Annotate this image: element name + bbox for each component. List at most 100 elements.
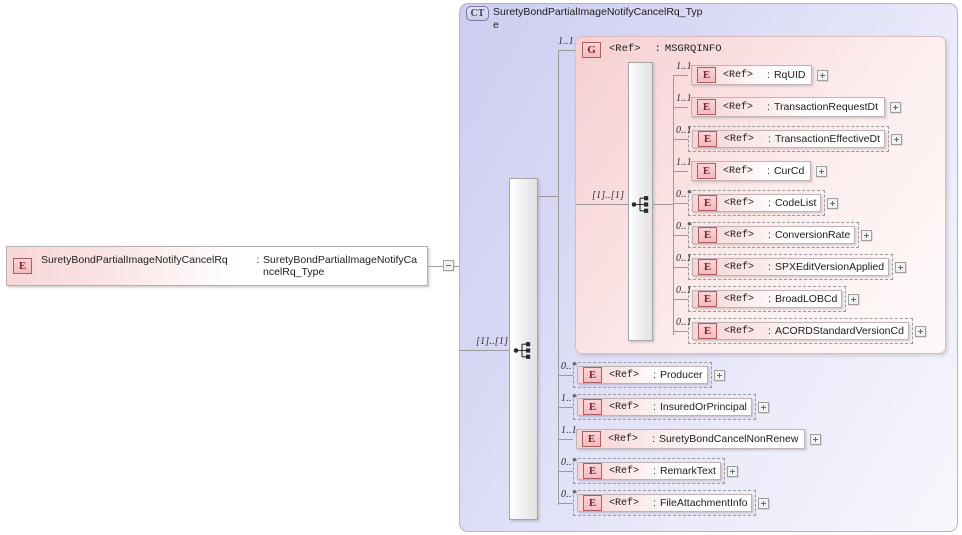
element-ref-row[interactable]: E<Ref>:TransactionEffectiveDt (688, 126, 889, 152)
element-ref-row[interactable]: E<Ref>:SuretyBondCancelNonRenew (573, 426, 808, 452)
group-name: MSGRQINFO (664, 43, 722, 55)
connector-trunk-to-element (673, 203, 688, 204)
element-box[interactable]: E<Ref>:ConversionRate (692, 226, 855, 244)
element-ref-row[interactable]: E<Ref>:RqUID (688, 62, 815, 88)
connector-trunk-to-element (673, 267, 688, 268)
connector-trunk-to-element (558, 471, 573, 472)
element-type-badge: E (698, 131, 717, 147)
element-cardinality: 0..* (676, 221, 692, 232)
element-box[interactable]: E<Ref>:BroadLOBCd (692, 290, 842, 308)
element-expand-toggle[interactable] (810, 434, 821, 445)
element-box[interactable]: E<Ref>:InsuredOrPrincipal (577, 398, 752, 416)
connector-trunk-to-element (673, 331, 688, 332)
element-ref-row[interactable]: E<Ref>:TransactionRequestDt (688, 94, 888, 120)
element-ref-row[interactable]: E<Ref>:CurCd (688, 158, 814, 184)
group-cardinality: 1..1 (558, 36, 574, 47)
element-ref-row[interactable]: E<Ref>:BroadLOBCd (688, 286, 846, 312)
element-name: BroadLOBCd (774, 293, 838, 305)
element-box[interactable]: E<Ref>:CodeList (692, 194, 821, 212)
element-separator: : (653, 465, 656, 477)
element-expand-toggle[interactable] (758, 498, 769, 509)
element-box[interactable]: E<Ref>:ACORDStandardVersionCd (692, 322, 909, 340)
element-box[interactable]: E<Ref>:TransactionRequestDt (691, 97, 885, 117)
element-expand-toggle[interactable] (861, 230, 872, 241)
element-type-badge: E (698, 291, 717, 307)
connector-container-to-outer-sequence (460, 350, 509, 351)
element-type-badge: E (698, 323, 717, 339)
element-ref-row[interactable]: E<Ref>:CodeList (688, 190, 825, 216)
element-cardinality: 1..1 (676, 157, 692, 168)
element-ref-label: <Ref> (723, 69, 754, 81)
element-type-badge: E (698, 259, 717, 275)
element-box[interactable]: E<Ref>:RemarkText (577, 462, 721, 480)
element-expand-toggle[interactable] (714, 370, 725, 381)
element-expand-toggle[interactable] (816, 166, 827, 177)
connector-trunk-to-element (673, 235, 688, 236)
outer-sequence-cardinality: [1]..[1] (476, 336, 509, 347)
element-ref-row[interactable]: E<Ref>:InsuredOrPrincipal (573, 394, 756, 420)
element-type-badge: E (697, 99, 716, 115)
element-ref-label: <Ref> (608, 433, 639, 445)
element-expand-toggle[interactable] (895, 262, 906, 273)
element-separator: : (768, 261, 771, 273)
element-ref-label: <Ref> (609, 369, 640, 381)
element-type-badge: E (698, 195, 717, 211)
element-ref-row[interactable]: E<Ref>:RemarkText (573, 458, 725, 484)
connector-toggle-to-container (454, 266, 460, 267)
root-element-separator: : (256, 253, 260, 266)
element-cardinality: 0..1 (676, 285, 692, 296)
element-type-badge: E (583, 399, 602, 415)
connector-trunk-to-element (558, 503, 573, 504)
complextype-badge: CT (466, 6, 489, 21)
element-box[interactable]: E<Ref>:SuretyBondCancelNonRenew (576, 429, 805, 449)
root-element-type: SuretyBondPartialImageNotifyCancelRq_Typ… (263, 253, 418, 279)
element-separator: : (768, 325, 771, 337)
element-expand-toggle[interactable] (758, 402, 769, 413)
element-box[interactable]: E<Ref>:SPXEditVersionApplied (692, 258, 889, 276)
element-ref-row[interactable]: E<Ref>:Producer (573, 362, 712, 388)
element-box[interactable]: E<Ref>:RqUID (691, 65, 812, 85)
element-ref-row[interactable]: E<Ref>:ACORDStandardVersionCd (688, 318, 913, 344)
element-cardinality: 0..1 (676, 317, 692, 328)
element-name: CurCd (773, 165, 805, 177)
element-separator: : (767, 101, 770, 113)
element-name: SuretyBondCancelNonRenew (658, 433, 799, 445)
element-cardinality: 0..* (561, 361, 577, 372)
element-ref-row[interactable]: E<Ref>:FileAttachmentInfo (573, 490, 756, 516)
element-expand-toggle[interactable] (727, 466, 738, 477)
element-ref-label: <Ref> (724, 261, 755, 273)
root-collapse-toggle[interactable] (443, 260, 454, 271)
inner-branch-trunk (673, 75, 674, 335)
element-box[interactable]: E<Ref>:TransactionEffectiveDt (692, 130, 885, 148)
outer-sequence-bar[interactable] (509, 178, 538, 520)
element-box[interactable]: E<Ref>:FileAttachmentInfo (577, 494, 752, 512)
element-separator: : (652, 433, 655, 445)
element-expand-toggle[interactable] (890, 102, 901, 113)
element-type-badge: E (583, 495, 602, 511)
element-separator: : (768, 229, 771, 241)
connector-inner-sequence-to-trunk (653, 204, 673, 205)
element-cardinality: 0..1 (676, 253, 692, 264)
element-expand-toggle[interactable] (848, 294, 859, 305)
connector-trunk-to-element (673, 107, 688, 108)
connector-group-to-inner-sequence (576, 204, 628, 205)
element-separator: : (653, 497, 656, 509)
element-box[interactable]: E<Ref>:CurCd (691, 161, 811, 181)
element-name: TransactionRequestDt (773, 101, 879, 113)
element-expand-toggle[interactable] (827, 198, 838, 209)
element-expand-toggle[interactable] (915, 326, 926, 337)
element-cardinality: 1..* (561, 393, 577, 404)
element-name: CodeList (774, 197, 817, 209)
element-expand-toggle[interactable] (817, 70, 828, 81)
root-element-box[interactable]: E SuretyBondPartialImageNotifyCancelRq :… (6, 246, 428, 286)
outer-branch-trunk (558, 50, 559, 505)
element-expand-toggle[interactable] (891, 134, 902, 145)
element-cardinality: 0..* (561, 489, 577, 500)
element-box[interactable]: E<Ref>:Producer (577, 366, 708, 384)
element-separator: : (653, 369, 656, 381)
element-ref-row[interactable]: E<Ref>:SPXEditVersionApplied (688, 254, 893, 280)
element-ref-row[interactable]: E<Ref>:ConversionRate (688, 222, 859, 248)
element-cardinality: 1..1 (676, 61, 692, 72)
element-type-badge: E (698, 227, 717, 243)
element-cardinality: 0..* (561, 457, 577, 468)
